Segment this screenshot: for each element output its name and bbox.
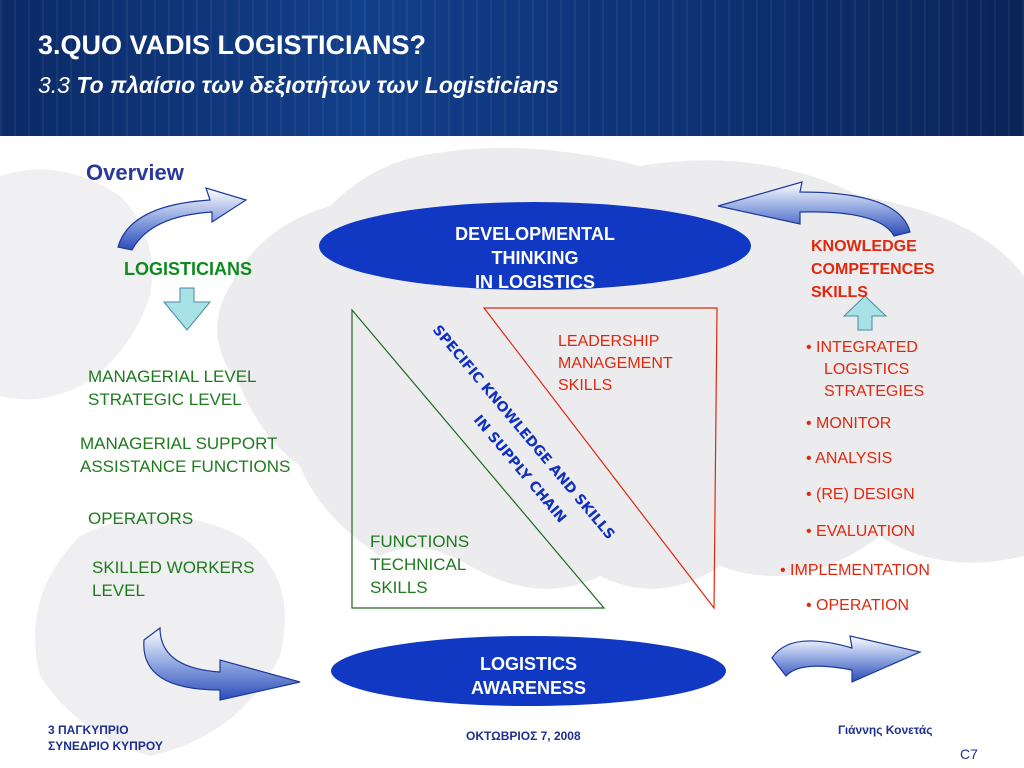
title-banner: 3.QUO VADIS LOGISTICIANS? 3.3 Το πλαίσιο… <box>0 0 1024 136</box>
banner-texture <box>0 0 1024 136</box>
competences-label: COMPETENCES <box>811 261 935 278</box>
skilled-workers-level: LEVEL <box>92 581 145 600</box>
managerial-level-block: MANAGERIAL LEVEL STRATEGIC LEVEL <box>88 365 257 411</box>
up-arrow-icon <box>842 295 888 331</box>
bullet-text: (RE) DESIGN <box>816 486 915 503</box>
overview-heading: Overview <box>86 160 184 185</box>
ellipse-top-line2: THINKING <box>491 248 579 268</box>
leadership-block: LEADERSHIP MANAGEMENT SKILLS <box>558 331 673 397</box>
ellipse-top-line1: DEVELOPMENTAL <box>455 224 615 244</box>
footer-date: ΟΚΤΩΒΡΙΟΣ 7, 2008 <box>466 729 581 743</box>
slide-title: 3.QUO VADIS LOGISTICIANS? <box>38 30 427 60</box>
knowledge-block: KNOWLEDGE COMPETENCES SKILLS <box>811 235 935 304</box>
integrated-line3: STRATEGIES <box>824 383 925 400</box>
leadership-label: LEADERSHIP <box>558 333 660 350</box>
integrated-block: • INTEGRATED LOGISTICS STRATEGIES <box>806 337 924 403</box>
bullet-text: MONITOR <box>816 415 892 432</box>
down-arrow-icon <box>162 287 212 331</box>
bullet-redesign: • (RE) DESIGN <box>806 486 915 503</box>
integrated-bullet: • INTEGRATED <box>806 339 918 356</box>
curved-arrow-top-left-icon <box>117 187 248 251</box>
bullet-text: ANALYSIS <box>815 450 893 467</box>
curved-arrow-top-right-icon <box>717 181 911 237</box>
assistance-functions: ASSISTANCE FUNCTIONS <box>80 457 291 476</box>
operators-label: OPERATORS <box>88 509 194 528</box>
bullet-text: OPERATION <box>816 597 910 614</box>
integrated-line2: LOGISTICS <box>824 361 910 378</box>
strategic-level: STRATEGIC LEVEL <box>88 390 242 409</box>
red-skills-label: SKILLS <box>558 377 613 394</box>
ellipse-top-line3: IN LOGISTICS <box>474 272 595 290</box>
logistics-awareness-ellipse: LOGISTICS AWARENESS <box>331 636 726 706</box>
slide-subtitle: 3.3 Το πλαίσιο των δεξιοτήτων των Logist… <box>38 72 559 99</box>
bullet-operation: • OPERATION <box>806 597 910 614</box>
integrated-line1: INTEGRATED <box>816 339 918 356</box>
green-skills-label: SKILLS <box>370 578 428 597</box>
ellipse-bottom-line2: AWARENESS <box>470 678 587 698</box>
technical-label: TECHNICAL <box>370 555 467 574</box>
bullet-text: IMPLEMENTATION <box>790 562 930 579</box>
bullet-implementation: • IMPLEMENTATION <box>780 562 930 579</box>
green-triangle <box>351 308 606 609</box>
curved-arrow-bottom-right-icon <box>771 635 922 683</box>
map-landmass-west <box>0 169 152 400</box>
footer-left-line1: 3 ΠΑΓΚΥΠΡΙΟ <box>48 723 129 737</box>
developmental-thinking-ellipse: DEVELOPMENTAL THINKING IN LOGISTICS <box>319 202 751 290</box>
functions-label: FUNCTIONS <box>370 532 470 551</box>
subtitle-text: Το πλαίσιο των δεξιοτήτων των Logisticia… <box>76 72 559 98</box>
skilled-workers-block: SKILLED WORKERS LEVEL <box>92 556 255 602</box>
bullet-text: EVALUATION <box>816 523 916 540</box>
subtitle-number: 3.3 <box>38 72 70 98</box>
ellipse-bottom-line1: LOGISTICS <box>479 654 577 674</box>
logisticians-label: LOGISTICIANS <box>124 259 253 279</box>
managerial-level: MANAGERIAL LEVEL <box>88 367 257 386</box>
skills-label: SKILLS <box>811 284 868 301</box>
functions-block: FUNCTIONS TECHNICAL SKILLS <box>370 530 469 599</box>
managerial-support-block: MANAGERIAL SUPPORT ASSISTANCE FUNCTIONS <box>80 432 290 478</box>
footer-author: Γιάννης Κονετάς <box>838 723 933 737</box>
managerial-support: MANAGERIAL SUPPORT <box>80 434 278 453</box>
knowledge-label: KNOWLEDGE <box>811 238 917 255</box>
red-triangle <box>482 307 718 610</box>
bullet-evaluation: • EVALUATION <box>806 523 916 540</box>
bullet-monitor: • MONITOR <box>806 415 892 432</box>
skilled-workers: SKILLED WORKERS <box>92 558 255 577</box>
bullet-analysis: • ANALYSIS <box>806 450 893 467</box>
management-label: MANAGEMENT <box>558 355 673 372</box>
slide-number: C7 <box>960 746 978 762</box>
footer-conference: 3 ΠΑΓΚΥΠΡΙΟ ΣΥΝΕΔΡΙΟ ΚΥΠΡΟΥ <box>48 722 163 754</box>
curved-arrow-bottom-left-icon <box>143 626 301 701</box>
footer-left-line2: ΣΥΝΕΔΡΙΟ ΚΥΠΡΟΥ <box>48 739 163 753</box>
